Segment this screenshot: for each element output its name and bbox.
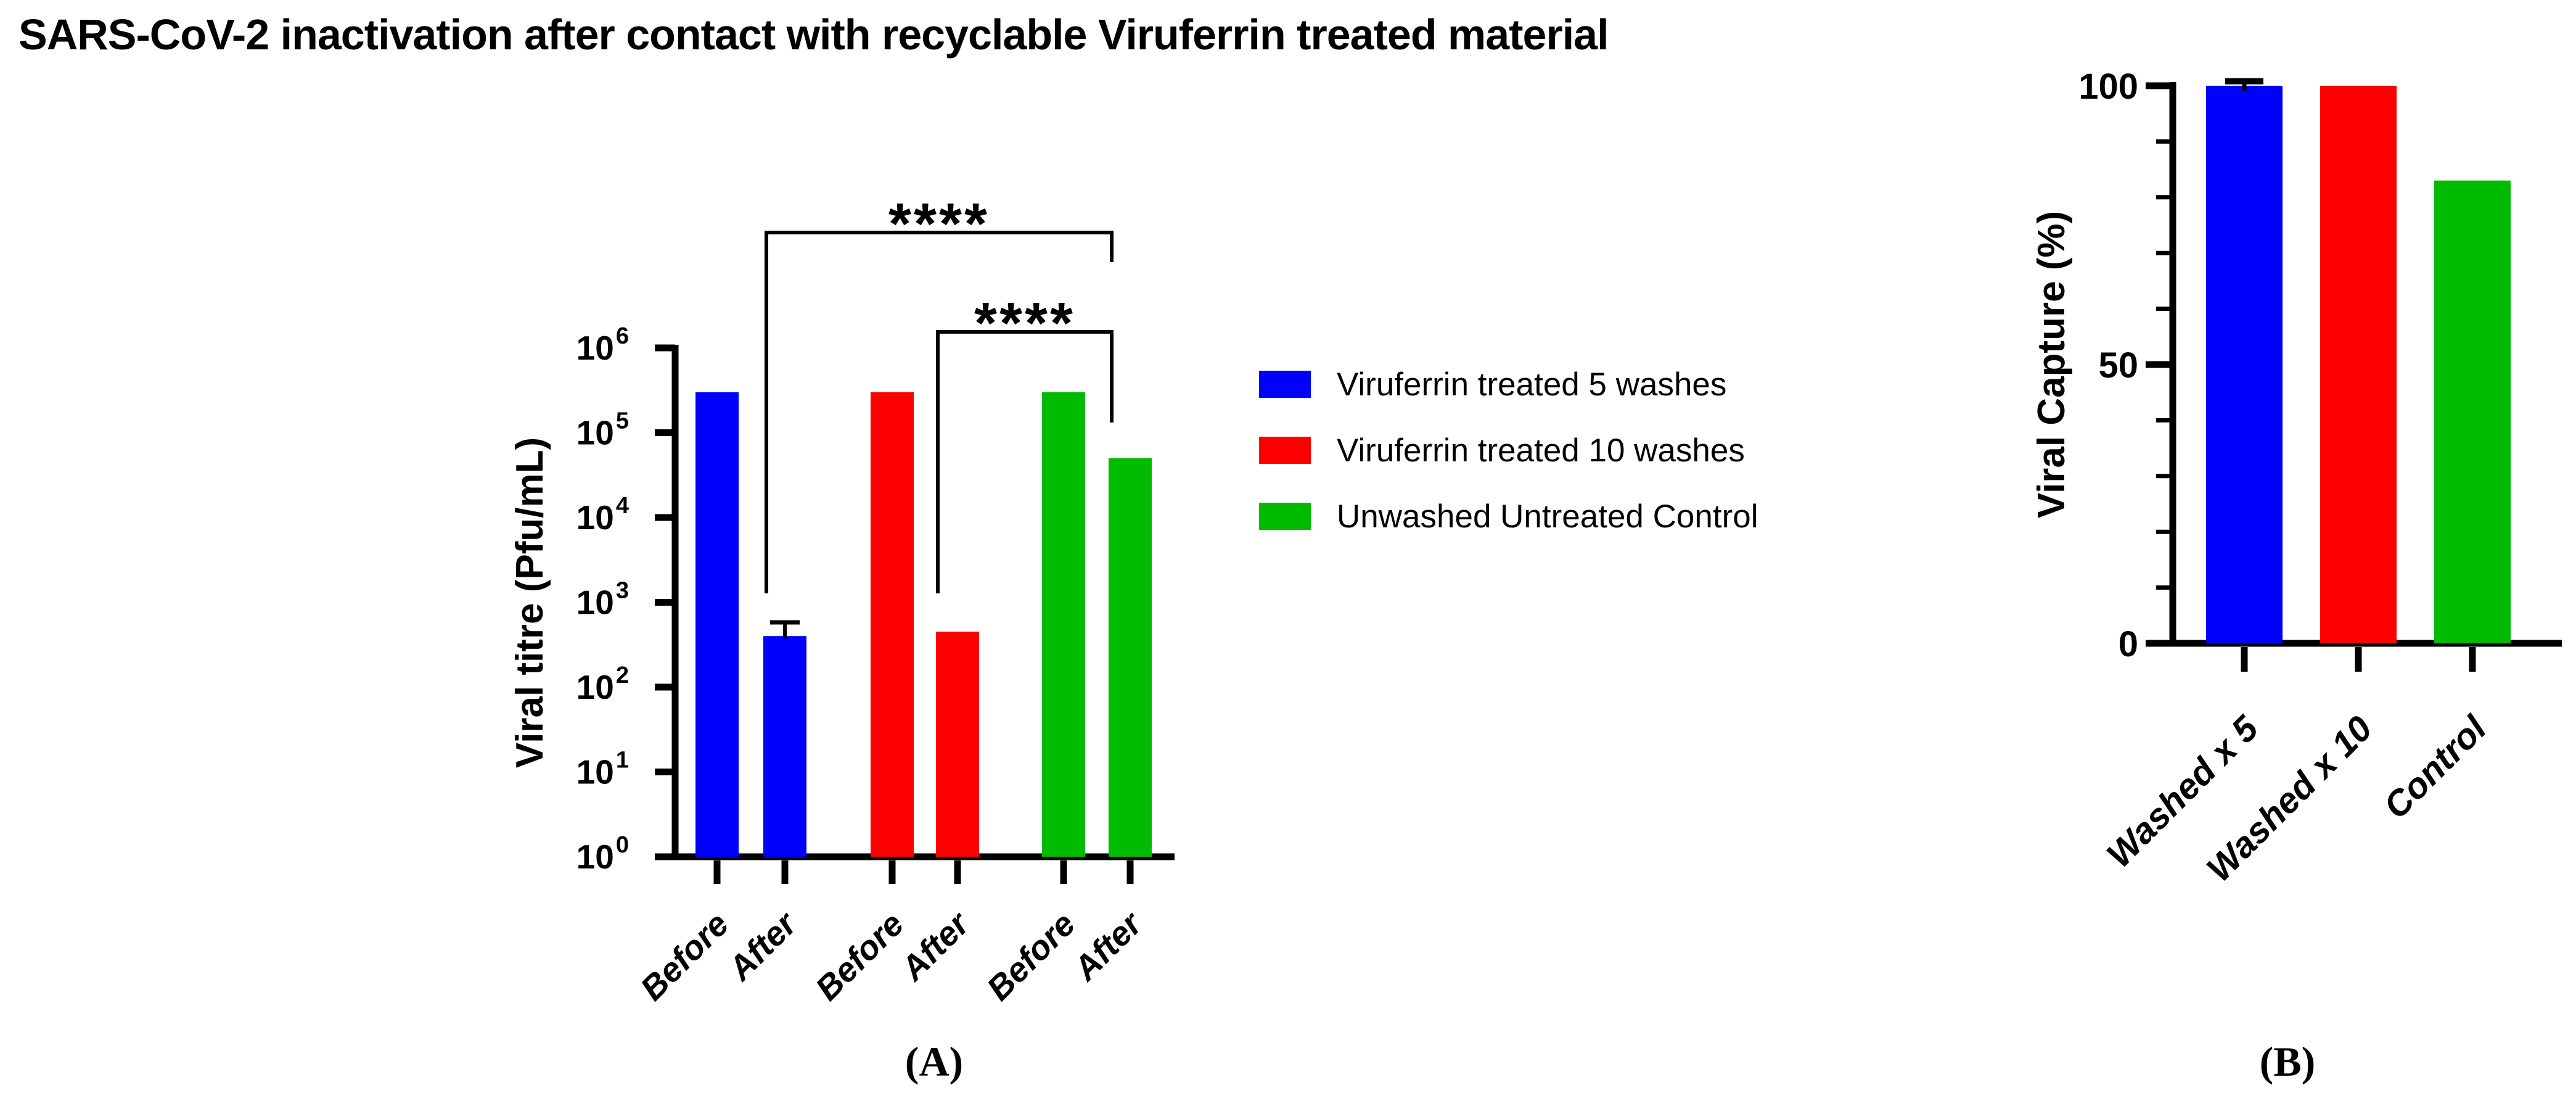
bar <box>2434 180 2511 643</box>
legend-item: Unwashed Untreated Control <box>1259 498 1758 535</box>
y-tick-exponent: 0 <box>616 832 629 858</box>
legend-swatch-10-washes <box>1259 437 1311 464</box>
significance-stars: **** <box>888 191 990 257</box>
y-tick-exponent: 5 <box>616 408 629 434</box>
y-axis-title: Viral titre (Pfu/mL) <box>509 437 551 768</box>
y-tick-label: 103 <box>576 578 629 622</box>
bar <box>936 632 979 857</box>
y-tick-label: 50 <box>2098 345 2138 386</box>
legend: Viruferrin treated 5 washes Viruferrin t… <box>1259 366 1758 535</box>
legend-label: Viruferrin treated 5 washes <box>1337 366 1727 403</box>
y-tick-exponent: 6 <box>616 323 629 349</box>
y-tick-exponent: 3 <box>616 578 629 604</box>
bar <box>763 636 806 857</box>
legend-item: Viruferrin treated 10 washes <box>1259 432 1758 469</box>
bar <box>1109 458 1152 857</box>
y-tick-exponent: 1 <box>616 748 629 773</box>
figure-title: SARS-CoV-2 inactivation after contact wi… <box>18 10 1609 59</box>
y-tick-label: 100 <box>2078 67 2138 107</box>
bar <box>2320 86 2397 643</box>
y-tick-label: 0 <box>2119 624 2138 664</box>
bar <box>695 392 739 857</box>
legend-swatch-5-washes <box>1259 371 1311 398</box>
legend-label: Viruferrin treated 10 washes <box>1337 432 1745 469</box>
y-tick-exponent: 4 <box>616 493 629 519</box>
y-axis-title: Viral Capture (%) <box>2030 211 2073 518</box>
legend-label: Unwashed Untreated Control <box>1337 498 1758 535</box>
significance-bracket <box>936 330 1114 593</box>
bar <box>871 392 914 857</box>
significance-bracket <box>765 231 1114 593</box>
panel-b-label: (B) <box>2259 1038 2316 1085</box>
legend-item: Viruferrin treated 5 washes <box>1259 366 1758 403</box>
bar <box>2206 86 2283 643</box>
x-tick-label: Control <box>2376 707 2495 827</box>
panel-a-label: (A) <box>904 1038 964 1085</box>
legend-swatch-control <box>1259 503 1311 530</box>
y-tick-exponent: 2 <box>616 662 629 688</box>
significance-stars: **** <box>974 291 1075 356</box>
bar <box>1042 392 1085 857</box>
